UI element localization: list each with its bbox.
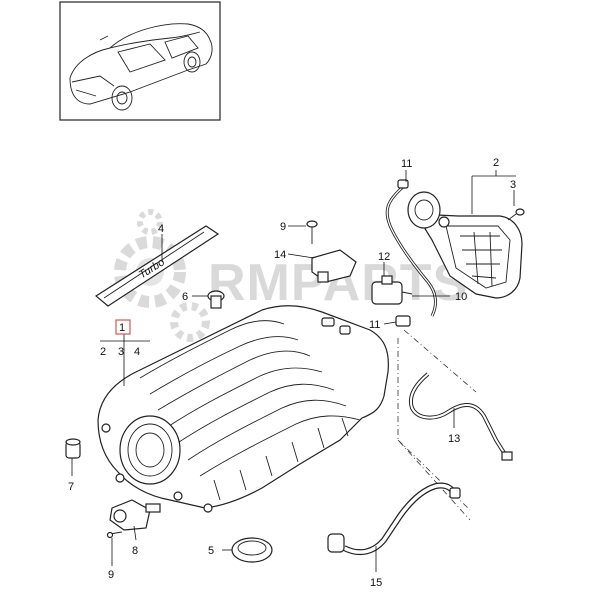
pipe-part-13 — [409, 372, 513, 461]
callout-11-upper: 11 — [401, 158, 412, 170]
leader-lines — [71, 170, 516, 572]
vehicle-thumbnail — [59, 1, 221, 121]
actuator-bracket-part-2 — [407, 191, 523, 299]
callout-5: 5 — [208, 545, 214, 557]
cap-part-7 — [65, 438, 81, 459]
callout-1-sub-3: 3 — [118, 346, 124, 358]
callout-4: 4 — [158, 223, 164, 235]
screw-part-3 — [507, 208, 525, 221]
bolt-part-9-upper — [306, 220, 318, 244]
plug-part-6 — [207, 290, 225, 309]
intake-manifold — [97, 305, 389, 513]
callout-2: 2 — [493, 157, 499, 169]
callout-8: 8 — [132, 545, 138, 557]
solenoid-part-12 — [371, 275, 413, 305]
callout-11-lower: 11 — [369, 319, 380, 331]
screw-part-9-lower — [106, 531, 123, 539]
valve-part-14 — [311, 249, 357, 283]
callout-9-lower: 9 — [108, 569, 114, 581]
seal-part-5 — [231, 537, 273, 563]
callout-1-sub-2: 2 — [100, 346, 106, 358]
hose-part-15 — [327, 482, 461, 556]
callout-3: 3 — [510, 179, 516, 191]
callout-9-upper: 9 — [280, 221, 286, 233]
callout-15: 15 — [370, 577, 382, 589]
callout-13: 13 — [448, 433, 460, 445]
callout-12: 12 — [378, 251, 390, 263]
callout-10: 10 — [455, 291, 467, 303]
callout-1-sub-4: 4 — [134, 346, 140, 358]
callout-1: 1 — [119, 322, 125, 334]
callout-14: 14 — [274, 249, 286, 261]
callouts: 1 2 3 4 2 3 4 5 6 7 8 9 9 10 11 11 12 13… — [68, 157, 516, 589]
callout-7: 7 — [68, 481, 74, 493]
sensor-part-8 — [109, 499, 161, 531]
fitting-part-11-upper — [397, 179, 409, 189]
car-icon — [69, 23, 213, 111]
callout-1-highlight — [115, 319, 131, 335]
line-part-10 — [385, 184, 437, 317]
assembly-lines — [397, 329, 477, 521]
connector-part-11-lower — [395, 315, 411, 327]
callout-6: 6 — [182, 291, 188, 303]
